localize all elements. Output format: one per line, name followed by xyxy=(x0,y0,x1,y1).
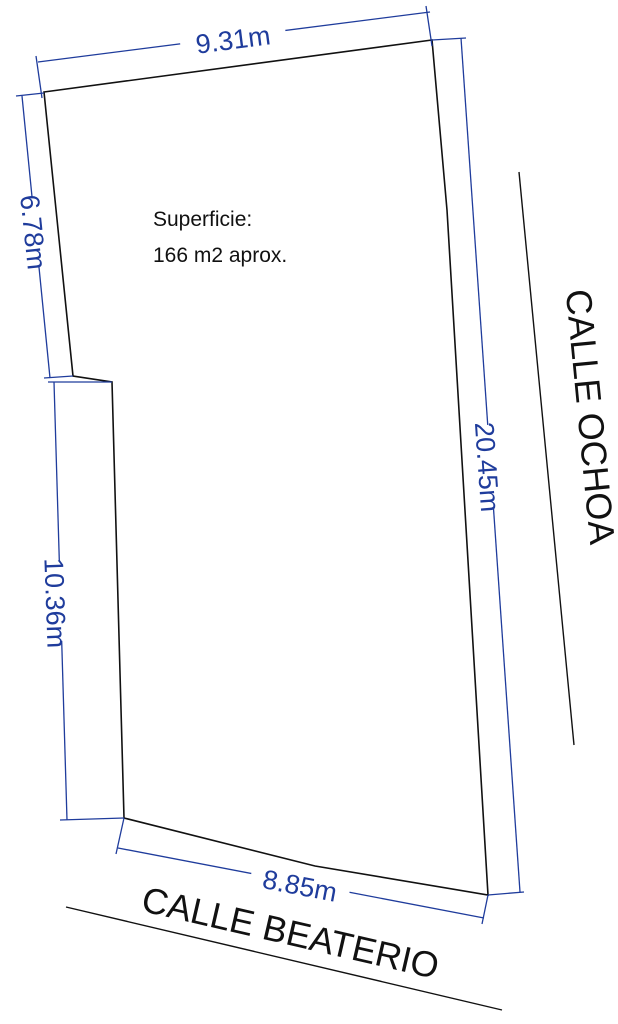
dimension-right: 20.45m xyxy=(431,37,525,896)
dimension-left-lower-label: 10.36m xyxy=(38,558,71,649)
area-label: Superficie: xyxy=(153,208,252,231)
dimension-left-upper: 6.78m xyxy=(12,92,74,379)
street-label-ochoa: CALLE OCHOA xyxy=(558,287,618,546)
street-line-ochoa xyxy=(518,171,575,746)
dimension-top: 9.31m xyxy=(35,5,433,99)
dimension-left-lower: 10.36m xyxy=(36,381,125,821)
street-line-beaterio xyxy=(65,906,503,1011)
area-value: 166 m2 aprox. xyxy=(153,244,287,267)
dimension-right-label: 20.45m xyxy=(469,421,505,513)
lot-outline xyxy=(43,39,489,896)
dimension-bottom-label: 8.85m xyxy=(260,864,339,908)
